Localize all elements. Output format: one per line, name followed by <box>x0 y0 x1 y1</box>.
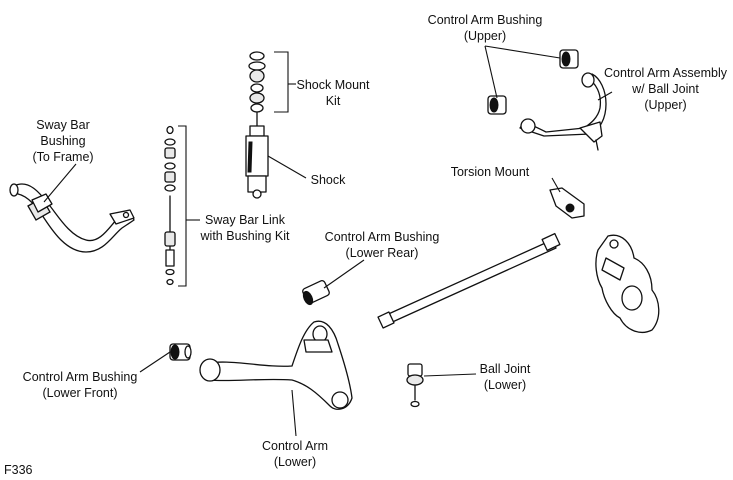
upper-control-arm-assembly <box>519 72 607 151</box>
label-torsion-mount: Torsion Mount <box>450 165 530 179</box>
torsion-bar <box>377 232 561 329</box>
figure-code: F336 <box>4 463 33 477</box>
lower-control-arm <box>199 320 353 410</box>
lower-rear-control-arm-bushing <box>302 280 330 306</box>
label-control-arm-bushing-lower-front: Control Arm Bushing(Lower Front) <box>22 370 138 400</box>
lower-ball-joint <box>406 363 424 408</box>
upper-control-arm-bushings <box>487 49 579 115</box>
sway-bar <box>9 183 135 253</box>
label-shock: Shock <box>310 173 346 187</box>
leader-lines <box>43 45 613 437</box>
lower-front-control-arm-bushing <box>169 343 192 361</box>
shock-mount-kit <box>248 51 266 113</box>
label-control-arm-bushing-upper: Control Arm Bushing(Upper) <box>427 13 543 43</box>
label-control-arm-bushing-lower-rear: Control Arm Bushing(Lower Rear) <box>324 230 440 260</box>
steering-knuckle <box>595 234 660 333</box>
sway-bar-link-kit <box>164 125 176 286</box>
label-control-arm-lower: Control Arm(Lower) <box>262 439 328 469</box>
shock-absorber <box>245 111 269 199</box>
label-ball-joint-lower: Ball Joint(Lower) <box>479 362 531 392</box>
torsion-mount <box>549 187 585 219</box>
